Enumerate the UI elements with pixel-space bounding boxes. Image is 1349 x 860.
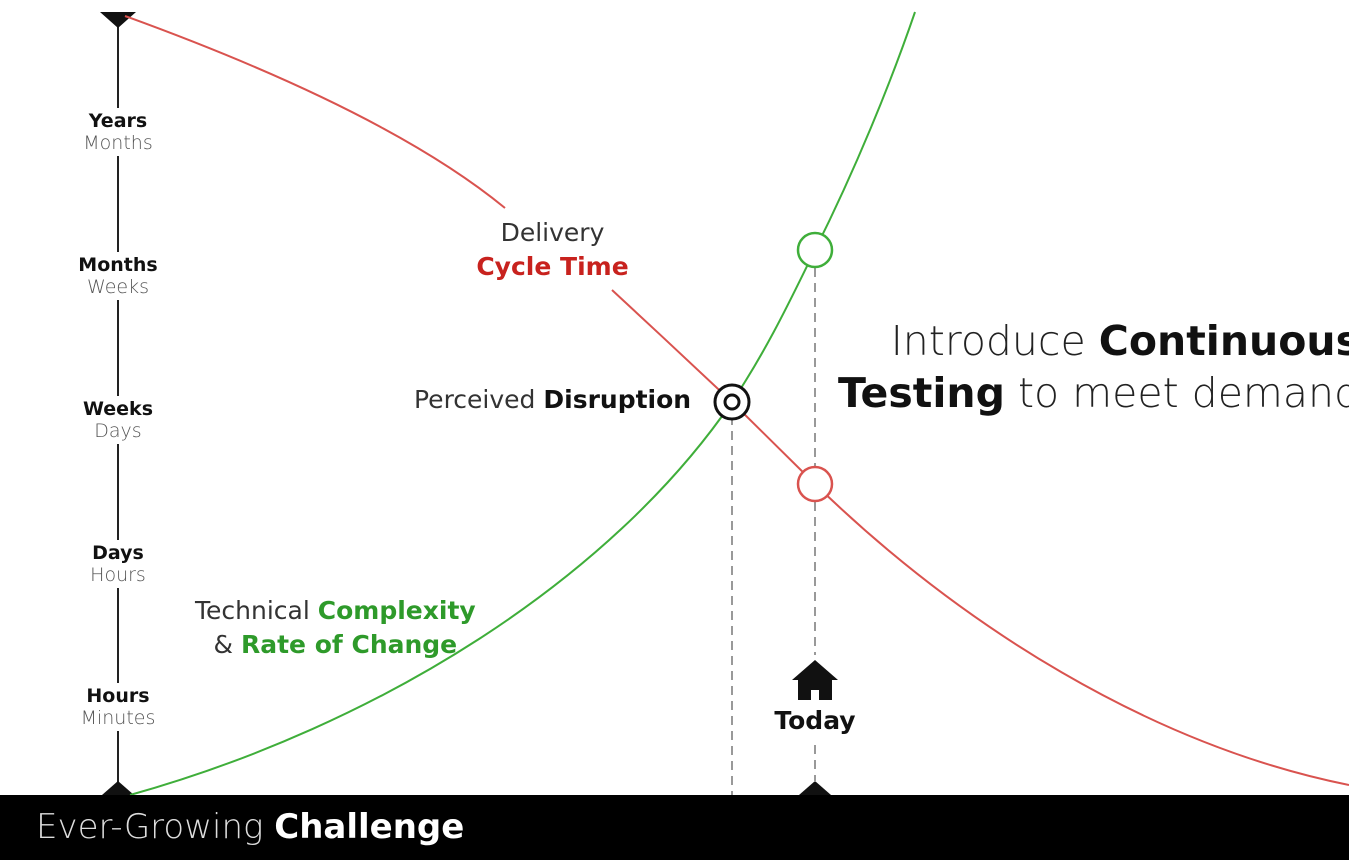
footer-bar: Ever-Growing Challenge — [0, 795, 1349, 860]
disruption-label: Perceived Disruption — [414, 385, 692, 414]
footer-title: Ever-Growing Challenge — [36, 807, 465, 847]
cycle-time-curve — [124, 15, 1349, 786]
complexity-curve — [129, 11, 916, 796]
axis-top-arrow — [100, 12, 136, 28]
axis-bottom-marker — [102, 781, 134, 795]
house-icon — [792, 660, 838, 700]
complexity-label: Technical Complexity & Rate of Change — [195, 596, 476, 659]
disruption-point-inner — [723, 393, 741, 411]
today-label: Today — [774, 706, 856, 735]
today-complexity-point — [796, 231, 834, 269]
callout-text: Introduce Continuous Testing to meet dem… — [838, 317, 1349, 417]
today-marker — [799, 781, 831, 795]
today-cycle-point — [796, 465, 834, 503]
disruption-point — [713, 383, 751, 421]
